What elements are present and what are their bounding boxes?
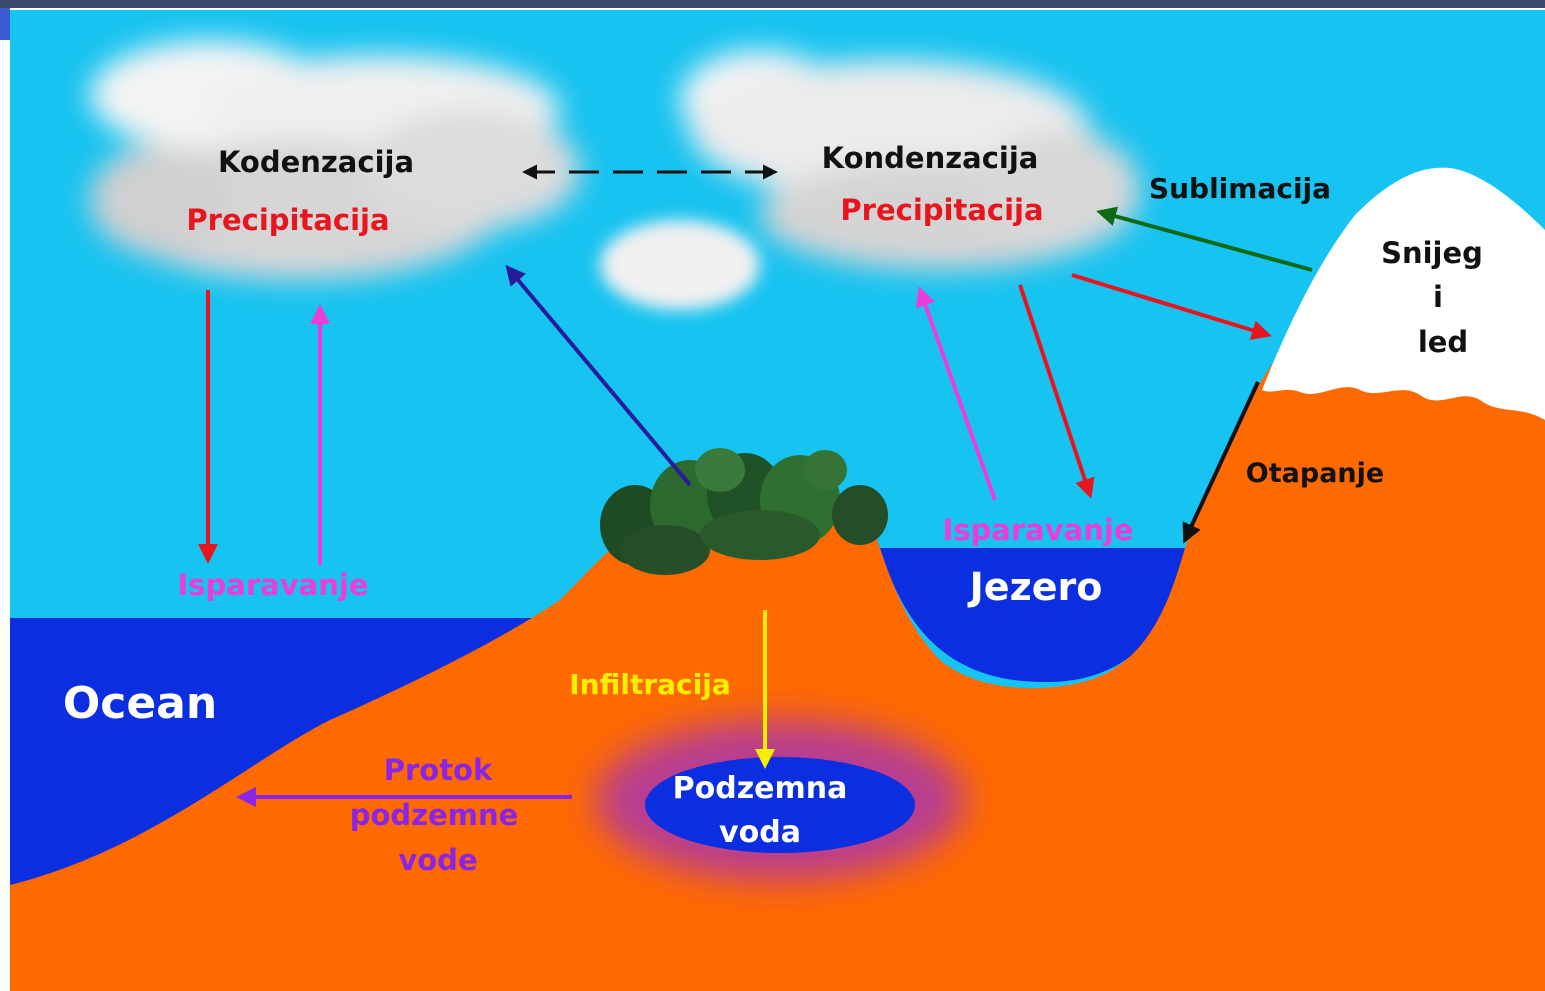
label-groundwater-line1: Podzemna (673, 771, 848, 806)
label-lake: Jezero (967, 565, 1103, 609)
label-precipitation-left: Precipitacija (186, 203, 389, 237)
label-groundwater-flow-line2: podzemne (350, 798, 519, 832)
label-infiltration: Infiltracija (569, 668, 730, 701)
label-condensation-right: Kondenzacija (822, 141, 1039, 175)
label-evaporation-ocean: Isparavanje (178, 568, 369, 602)
label-condensation-left: Kodenzacija (218, 145, 414, 179)
label-sublimation: Sublimacija (1149, 172, 1331, 205)
label-groundwater-flow-line3: vode (398, 843, 477, 877)
label-ocean: Ocean (63, 678, 217, 729)
label-groundwater-flow-line1: Protok (384, 753, 493, 787)
label-snow-line1: Snijeg (1381, 236, 1483, 270)
cloud-small (600, 220, 760, 310)
label-groundwater-line2: voda (719, 815, 801, 850)
slide-top-border (0, 0, 1545, 8)
label-precipitation-right: Precipitacija (840, 193, 1043, 227)
label-snow-line2: i (1433, 280, 1443, 314)
label-melting: Otapanje (1246, 458, 1384, 489)
slide-corner-accent (0, 8, 10, 40)
label-snow-line3: led (1418, 325, 1468, 359)
label-evaporation-lake: Isparavanje (943, 513, 1134, 547)
